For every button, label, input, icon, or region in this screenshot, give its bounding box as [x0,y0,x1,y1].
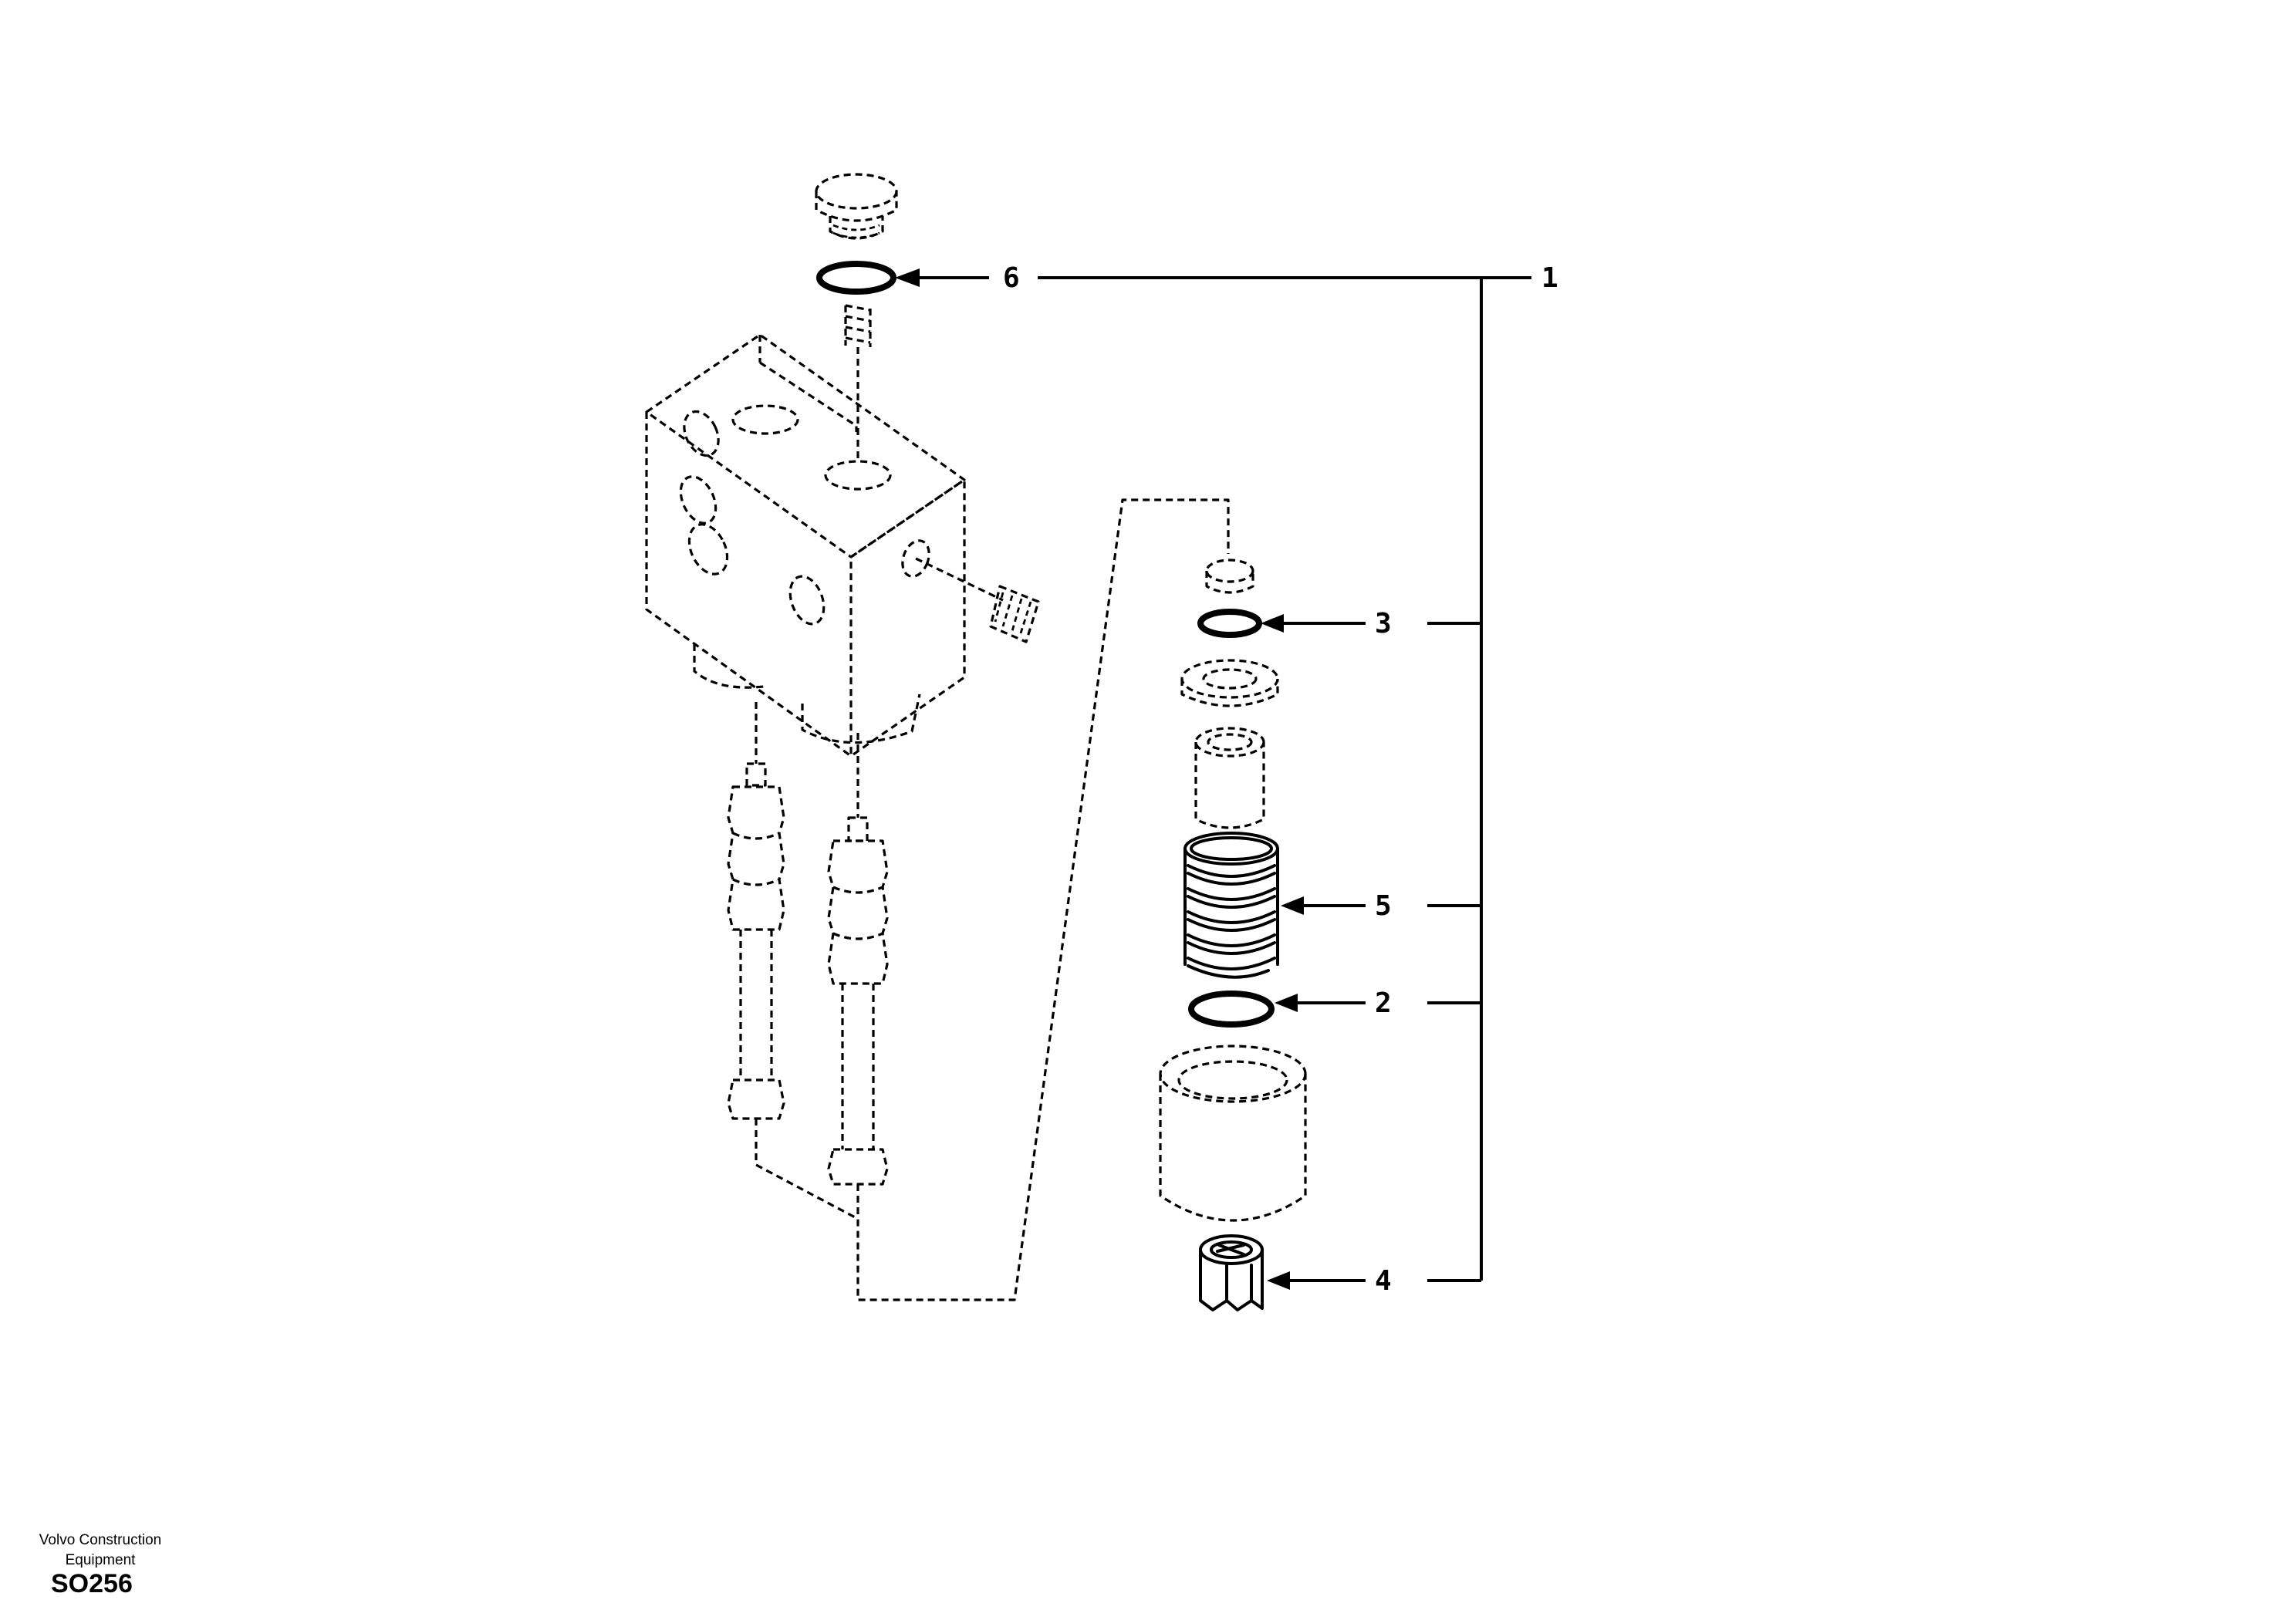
o-ring-2 [1188,991,1275,1028]
callout-bracket [1038,276,1531,1282]
valve-block [645,333,966,758]
callout-2: 2 [1375,987,1392,1019]
spool-right [827,733,889,1219]
callout-4: 4 [1375,1265,1392,1297]
leader-4 [1267,1271,1366,1290]
small-spring-top [844,304,872,347]
cylinder-housing [1159,1045,1307,1222]
cap-plug [815,173,898,240]
brand-line-1: Volvo Construction [39,1532,162,1548]
o-ring-6 [816,261,896,295]
spring-5 [1183,832,1279,979]
callout-5: 5 [1375,890,1392,922]
leader-5 [1281,896,1366,915]
brand-label: Volvo Construction Equipment [15,1531,185,1571]
leader-6 [895,268,989,287]
drawing-code: SO256 [51,1569,133,1598]
sleeve [1194,727,1265,829]
brand-line-2: Equipment [65,1552,136,1568]
small-threaded-cap [1205,559,1254,594]
leader-2 [1275,994,1366,1012]
callout-1: 1 [1541,262,1558,294]
spool-left [727,702,785,1165]
callout-3: 3 [1375,608,1392,640]
hex-nut-4 [1199,1234,1264,1311]
side-plug [915,557,1040,643]
callout-6: 6 [1003,262,1020,294]
washer [1180,659,1279,707]
o-ring-3 [1197,609,1262,638]
group-line [755,498,1230,1301]
leader-3 [1261,614,1366,633]
